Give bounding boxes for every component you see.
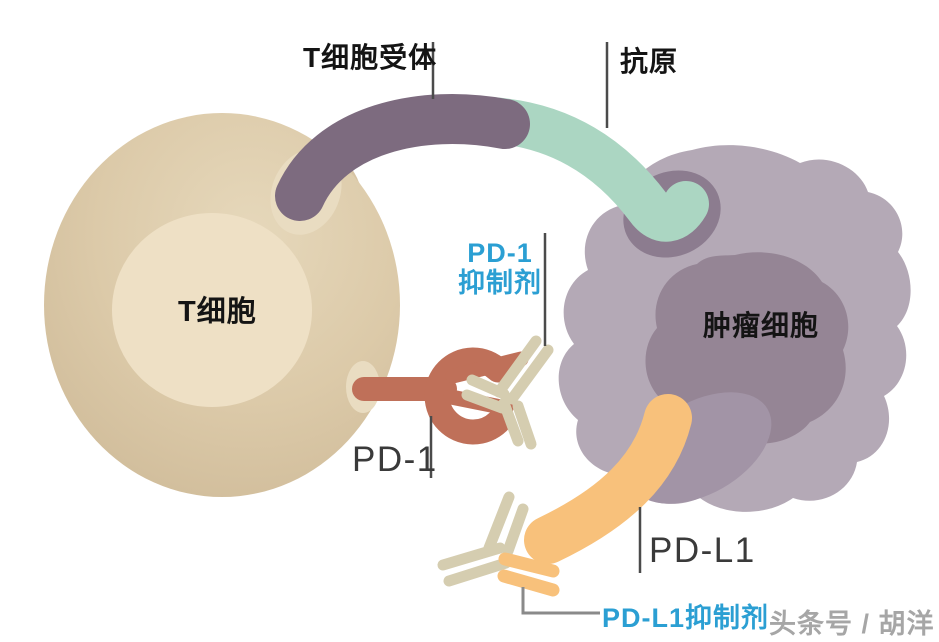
t-cell-receptor-label: T细胞受体 [303, 42, 438, 73]
watermark: 头条号 / 胡洋 [769, 609, 935, 639]
pdl1-fragment-bar [498, 552, 560, 578]
pdl1-fragment-bar [497, 569, 560, 597]
callout-lines [429, 42, 642, 615]
antibody-bar [512, 400, 537, 450]
pd1-label: PD-1 [352, 440, 438, 479]
antibody-bar [466, 374, 510, 400]
pd1-inhibitor-label: PD-1 抑制剂 [452, 238, 548, 298]
antibody-bar [506, 344, 554, 405]
antibody-bar [461, 389, 508, 414]
pdl1-inhibitor-antibody [437, 491, 560, 597]
antibody-bar [502, 503, 529, 557]
t-cell-label: T细胞 [178, 296, 257, 328]
antibody-bar [483, 491, 515, 554]
antibody-bar [443, 557, 512, 587]
t-cell-receptor-arc [275, 94, 530, 221]
pd1-claw [424, 347, 511, 445]
pdl1-label: PD-L1 [649, 531, 756, 570]
pd1-inhibitor-antibody [461, 335, 554, 450]
antigen-arc [467, 97, 709, 242]
antibody-bar [493, 335, 542, 398]
tumor-nucleus [645, 252, 849, 444]
tumor-cell-label: 肿瘤细胞 [703, 310, 820, 341]
t-cell-nucleus [112, 213, 312, 407]
pd1-inhibitor-label-line1: PD-1 [467, 238, 533, 268]
pdl1-inhibitor-label: PD-L1抑制剂 [602, 603, 770, 633]
pd1-inhibitor-label-line2: 抑制剂 [458, 268, 542, 298]
antibody-bar [437, 542, 506, 571]
pdl1-inhibitor-connector [521, 587, 600, 615]
antibody-bar [498, 397, 524, 447]
pd1-finger-upper [445, 351, 529, 384]
antigen-label: 抗原 [620, 46, 679, 77]
pdl1-arm [524, 394, 692, 564]
